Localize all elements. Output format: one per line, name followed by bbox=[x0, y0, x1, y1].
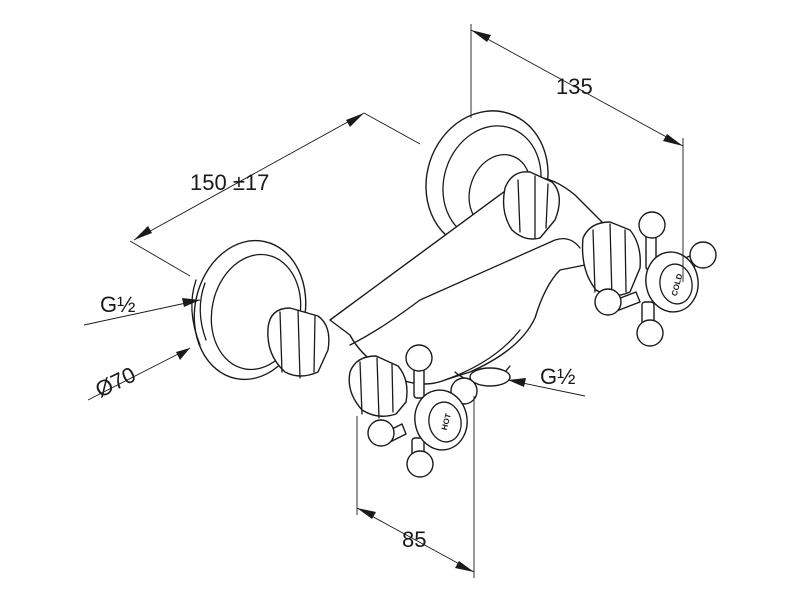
union-nut-right bbox=[502, 171, 560, 240]
handle-right: COLD bbox=[581, 211, 717, 347]
thread-left-label: G½ bbox=[100, 292, 135, 317]
thread-left-callout: G½ bbox=[83, 292, 201, 326]
handle-left: HOT bbox=[348, 344, 478, 478]
dimension-135: 135 bbox=[470, 24, 684, 282]
diameter-callout: Ø70 bbox=[87, 347, 191, 403]
union-nut-left bbox=[267, 307, 330, 379]
thread-outlet-label: G½ bbox=[540, 364, 575, 389]
dimension-85: 85 bbox=[356, 396, 475, 578]
dimension-135-label: 135 bbox=[556, 74, 593, 99]
diameter-label: Ø70 bbox=[91, 362, 139, 403]
thread-outlet-callout: G½ bbox=[507, 364, 586, 397]
dimension-85-label: 85 bbox=[402, 527, 426, 552]
handle-mark-hot: HOT bbox=[440, 412, 453, 431]
dimension-150-label: 150 ±17 bbox=[190, 170, 269, 195]
dimension-150: 150 ±17 bbox=[129, 112, 421, 277]
